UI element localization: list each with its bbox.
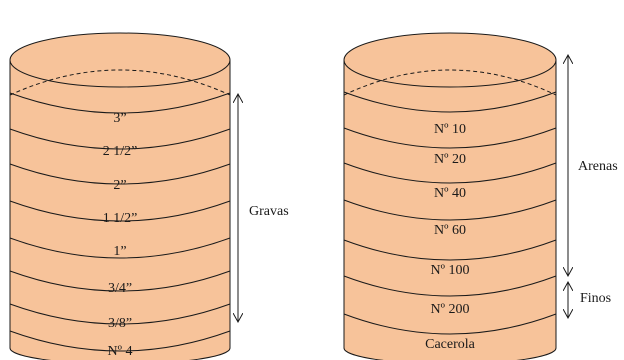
sieve-label: 3/8” — [108, 316, 132, 331]
sieve-divider — [343, 199, 557, 221]
sieve-divider — [9, 92, 231, 114]
sieve-label: Nº 40 — [434, 186, 466, 201]
sieve-label: Nº 20 — [434, 152, 466, 167]
left-sieve-dividers — [9, 92, 231, 352]
left-hidden-edge — [9, 69, 231, 96]
sieve-label: 3” — [113, 111, 126, 126]
right-cylinder-body — [343, 59, 557, 360]
sieve-label: Nº 100 — [431, 263, 470, 278]
sieve-divider — [9, 200, 231, 222]
sieve-divider — [9, 163, 231, 185]
sieve-divider — [9, 330, 231, 352]
right-cylinder-top — [343, 32, 557, 88]
left-sieve-stack: 3” 2 1/2” 2” 1 1/2” 1” 3/4” 3/8” Nº 4 — [9, 32, 231, 360]
sieve-divider — [343, 275, 557, 297]
sieve-label: Nº 10 — [434, 122, 466, 137]
sieve-label: Nº 4 — [108, 344, 133, 359]
sieve-divider — [343, 127, 557, 149]
sieve-label: Cacerola — [425, 337, 476, 352]
left-cylinder-top — [9, 32, 231, 88]
sieve-label: Nº 60 — [434, 223, 466, 238]
sieve-divider — [9, 237, 231, 259]
sieve-divider — [9, 128, 231, 150]
right-hidden-edge — [343, 69, 557, 96]
sieve-divider — [343, 239, 557, 261]
sieve-divider — [343, 162, 557, 184]
sieve-label: 1” — [113, 244, 126, 259]
left-sieve-labels: 3” 2 1/2” 2” 1 1/2” 1” 3/4” 3/8” Nº 4 — [103, 111, 138, 359]
finos-label: Finos — [580, 291, 611, 306]
sieve-label: 2 1/2” — [103, 144, 138, 159]
sieve-divider — [343, 91, 557, 113]
sieve-label: 1 1/2” — [103, 211, 138, 226]
gravas-label: Gravas — [249, 204, 289, 219]
sieve-divider — [343, 313, 557, 335]
sieve-label: Nº 200 — [431, 302, 470, 317]
right-sieve-dividers — [343, 91, 557, 335]
sieve-label: 2” — [113, 178, 126, 193]
sieve-label: 3/4” — [108, 281, 132, 296]
arenas-label: Arenas — [578, 159, 618, 174]
left-cylinder-body — [9, 59, 231, 360]
sieve-divider — [9, 303, 231, 325]
sieve-divider — [9, 270, 231, 292]
